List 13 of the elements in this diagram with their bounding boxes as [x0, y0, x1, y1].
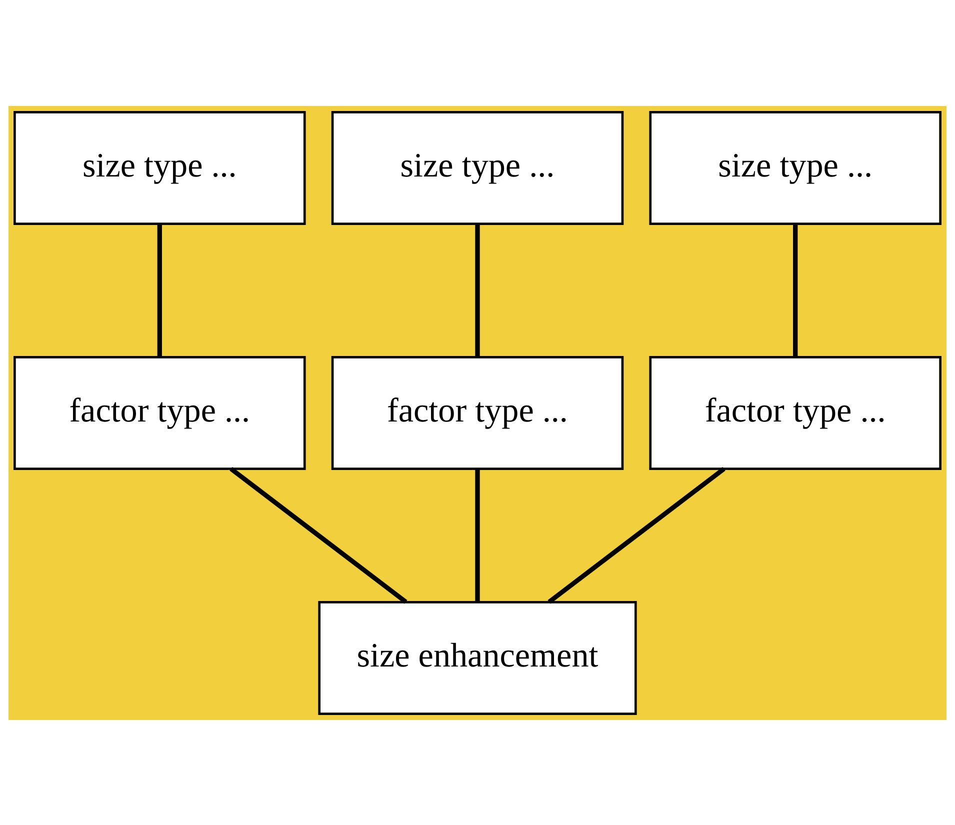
node-box: size enhancement	[318, 600, 637, 714]
node-box: factor type ...	[331, 356, 624, 470]
node-box: size type ...	[649, 110, 942, 224]
node-box: factor type ...	[649, 356, 942, 470]
connector	[548, 466, 726, 604]
connector	[475, 468, 480, 602]
connector	[230, 466, 408, 604]
connector	[475, 223, 480, 356]
node-box: factor type ...	[14, 356, 306, 470]
node-box: size type ...	[331, 110, 624, 224]
connector	[793, 223, 798, 356]
node-box: size type ...	[14, 110, 306, 224]
connector	[157, 223, 162, 356]
